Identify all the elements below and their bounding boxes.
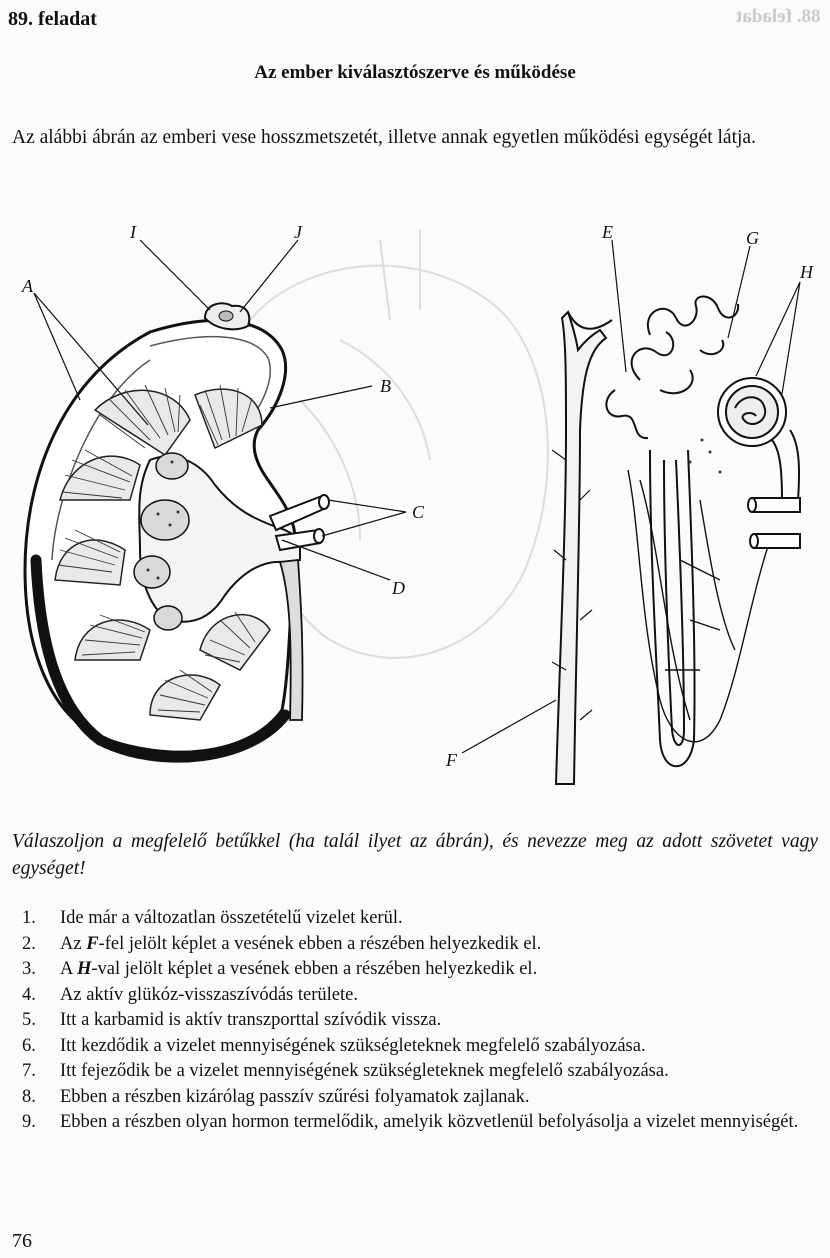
label-f: F <box>445 750 458 770</box>
question-text: Itt a karbamid is aktív transzporttal sz… <box>60 1008 822 1034</box>
question-text-start: A <box>60 959 77 979</box>
question-item: 6.Itt kezdődik a vizelet mennyiségének s… <box>22 1034 822 1060</box>
question-text: A H-val jelölt képlet a vesének ebben a … <box>60 957 822 983</box>
nephron <box>606 297 800 767</box>
highlight-letter-f: F <box>86 934 98 954</box>
page-title: Az ember kiválasztószerve és működése <box>0 62 830 84</box>
label-e: E <box>601 222 613 242</box>
question-number: 4. <box>22 983 60 1009</box>
question-text: Itt fejeződik be a vizelet mennyiségének… <box>60 1059 822 1085</box>
loop-of-henle <box>650 450 695 766</box>
question-text-start: Az <box>60 934 86 954</box>
page-number: 76 <box>12 1230 32 1253</box>
label-b: B <box>380 376 391 396</box>
question-number: 9. <box>22 1110 60 1136</box>
intro-paragraph: Az alábbi ábrán az emberi vese hosszmets… <box>12 124 818 151</box>
question-number: 2. <box>22 932 60 958</box>
question-item: 4.Az aktív glükóz-visszaszívódás terület… <box>22 983 822 1009</box>
question-number: 7. <box>22 1059 60 1085</box>
question-item: 9.Ebben a részben olyan hormon termelődi… <box>22 1110 822 1136</box>
question-number: 3. <box>22 957 60 983</box>
arterioles <box>748 498 800 548</box>
kidney-figure: A B C D E F G H I J <box>0 200 830 800</box>
question-text-end: -fel jelölt képlet a vesének ebben a rés… <box>99 934 542 954</box>
question-item: 8.Ebben a részben kizárólag passzív szűr… <box>22 1085 822 1111</box>
label-c: C <box>412 502 425 522</box>
question-item: 1.Ide már a változatlan összetételű vize… <box>22 906 822 932</box>
question-text-end: -val jelölt képlet a vesének ebben a rés… <box>91 959 537 979</box>
question-text: Az F-fel jelölt képlet a vesének ebben a… <box>60 932 822 958</box>
bleed-through-header: 88. feladat <box>736 6 820 28</box>
question-text: Ide már a változatlan összetételű vizele… <box>60 906 822 932</box>
label-i: I <box>129 222 137 242</box>
tubule-dots <box>689 439 722 474</box>
instruction-text: Válaszoljon a megfelelő betűkkel (ha tal… <box>12 828 818 882</box>
question-text: Itt kezdődik a vizelet mennyiségének szü… <box>60 1034 822 1060</box>
question-text: Ebben a részben olyan hormon termelődik,… <box>60 1110 822 1136</box>
glomerulus-capsule <box>718 378 799 500</box>
label-g: G <box>746 228 759 248</box>
question-number: 1. <box>22 906 60 932</box>
highlight-letter-h: H <box>77 959 91 979</box>
label-d: D <box>391 578 405 598</box>
question-item: 5.Itt a karbamid is aktív transzporttal … <box>22 1008 822 1034</box>
question-list: 1.Ide már a változatlan összetételű vize… <box>22 906 822 1136</box>
label-j: J <box>294 222 303 242</box>
task-number: 89. feladat <box>8 8 97 31</box>
question-text: Az aktív glükóz-visszaszívódás területe. <box>60 983 822 1009</box>
question-number: 6. <box>22 1034 60 1060</box>
collecting-duct <box>556 312 612 784</box>
question-text: Ebben a részben kizárólag passzív szűrés… <box>60 1085 822 1111</box>
label-h: H <box>799 262 814 282</box>
question-item: 3.A H-val jelölt képlet a vesének ebben … <box>22 957 822 983</box>
question-number: 5. <box>22 1008 60 1034</box>
question-item: 2.Az F-fel jelölt képlet a vesének ebben… <box>22 932 822 958</box>
question-number: 8. <box>22 1085 60 1111</box>
question-item: 7.Itt fejeződik be a vizelet mennyiségén… <box>22 1059 822 1085</box>
label-a: A <box>21 276 34 296</box>
kidney-cross-section <box>25 303 329 757</box>
